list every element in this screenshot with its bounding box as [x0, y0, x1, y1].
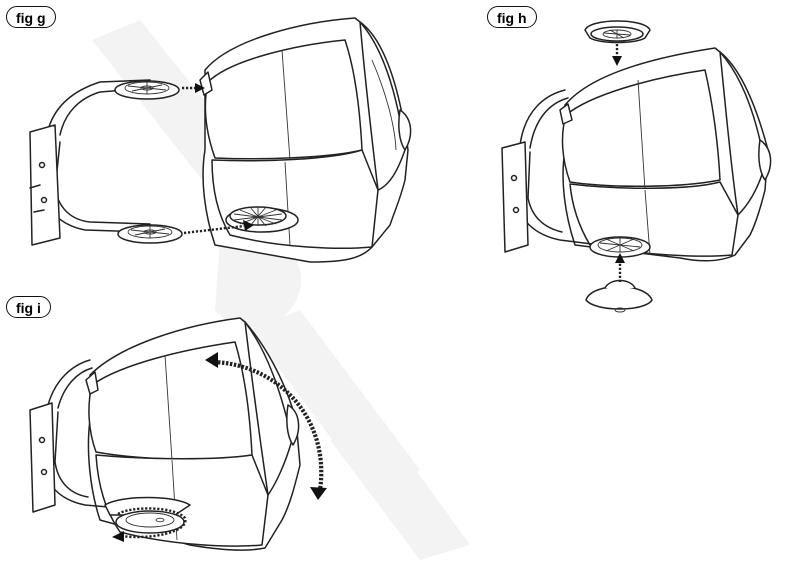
fig-h-label: fig h	[487, 6, 537, 28]
fig-i-swivel-joint	[115, 510, 185, 534]
fig-g-arrow-bottom	[183, 224, 245, 235]
fig-i-illustration	[29, 317, 327, 551]
fig-i-label: fig i	[6, 296, 51, 318]
fig-h-bracket-plate	[501, 141, 529, 253]
fig-h-top-cap	[584, 20, 651, 44]
fig-g-illustration	[29, 17, 412, 263]
fig-g-bracket-plate	[29, 124, 61, 246]
fig-g-top-mount-disc	[114, 80, 180, 100]
fig-g-receiver-plate	[225, 206, 299, 233]
fig-h-illustration	[501, 20, 772, 313]
fig-i-side-panel	[244, 321, 293, 496]
fig-h-side-panel	[719, 51, 766, 216]
fig-i-tilt-arrow	[213, 359, 324, 491]
fig-g-label: fig g	[6, 6, 56, 28]
fig-g-side-panel	[359, 21, 406, 191]
fig-i-bracket-plate	[29, 402, 56, 513]
fig-h-bottom-cap	[585, 279, 653, 313]
fig-g-bottom-face	[211, 149, 379, 249]
fig-g-bottom-mount-disc	[117, 224, 183, 244]
fig-i-swivel-arrow	[117, 507, 187, 539]
